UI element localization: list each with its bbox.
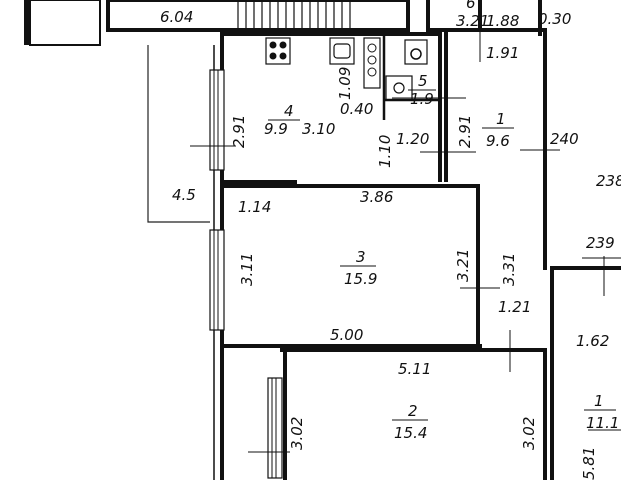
room-number-1: 1 (496, 110, 506, 128)
svg-text:1.09: 1.09 (336, 67, 354, 100)
svg-text:1.91: 1.91 (486, 44, 519, 62)
room-number-3: 3 (356, 248, 366, 266)
window-room-3 (209, 229, 225, 331)
svg-text:3.11: 3.11 (238, 253, 256, 286)
svg-text:5.11: 5.11 (398, 360, 431, 378)
dimension-ticks (190, 30, 621, 453)
svg-text:1.14: 1.14 (238, 198, 271, 216)
svg-text:3.02: 3.02 (520, 417, 538, 450)
svg-text:5.00: 5.00 (330, 326, 363, 344)
toilet-icon (404, 39, 428, 65)
room-area-4: 9.9 (264, 120, 288, 138)
svg-text:0.30: 0.30 (538, 10, 571, 28)
room-number-6: 6 (466, 0, 476, 12)
svg-text:3.86: 3.86 (360, 188, 393, 206)
window-kitchen (209, 69, 225, 171)
room-area-2: 15.4 (394, 424, 427, 442)
svg-text:1.20: 1.20 (396, 130, 429, 148)
svg-text:2.91: 2.91 (456, 115, 474, 148)
svg-text:240: 240 (550, 130, 579, 148)
room-area-1: 9.6 (486, 132, 510, 150)
stove-icon (265, 37, 291, 65)
svg-text:2.91: 2.91 (230, 115, 248, 148)
svg-text:5.81: 5.81 (580, 447, 598, 480)
radiator-icon (363, 37, 381, 89)
sink-icon (329, 37, 355, 65)
svg-text:4.5: 4.5 (172, 186, 196, 204)
bathtub-icon (385, 75, 413, 101)
room-number-1-right: 1 (594, 392, 604, 410)
svg-text:1.10: 1.10 (376, 135, 394, 168)
room-labels: 4 9.9 1 9.6 3 15.9 2 15.4 5 1.9 1 11.1 6 (264, 0, 619, 442)
svg-text:3.10: 3.10 (302, 120, 335, 138)
svg-text:239: 239 (586, 234, 615, 252)
svg-text:3.21: 3.21 (454, 249, 472, 282)
room-area-5: 1.9 (410, 90, 434, 108)
svg-text:6.04: 6.04 (160, 8, 193, 26)
svg-text:0.40: 0.40 (340, 100, 373, 118)
dimension-labels: 6.04 0.30 3.21 1.88 1.91 2.91 3.10 1.09 … (160, 8, 621, 480)
room-number-4: 4 (284, 102, 294, 120)
room-number-5: 5 (418, 72, 428, 90)
balcony-outline (147, 45, 210, 223)
room-area-3: 15.9 (344, 270, 377, 288)
stair-block (24, 0, 410, 46)
room-number-2: 2 (408, 402, 418, 420)
svg-text:1.21: 1.21 (498, 298, 531, 316)
window-room-2 (267, 377, 283, 479)
svg-text:238: 238 (596, 172, 621, 190)
room-area-1-right: 11.1 (586, 414, 619, 432)
svg-text:3.02: 3.02 (288, 417, 306, 450)
svg-text:1.88: 1.88 (486, 12, 519, 30)
svg-text:3.31: 3.31 (500, 253, 518, 286)
svg-text:1.62: 1.62 (576, 332, 609, 350)
svg-text:3.21: 3.21 (456, 12, 489, 30)
